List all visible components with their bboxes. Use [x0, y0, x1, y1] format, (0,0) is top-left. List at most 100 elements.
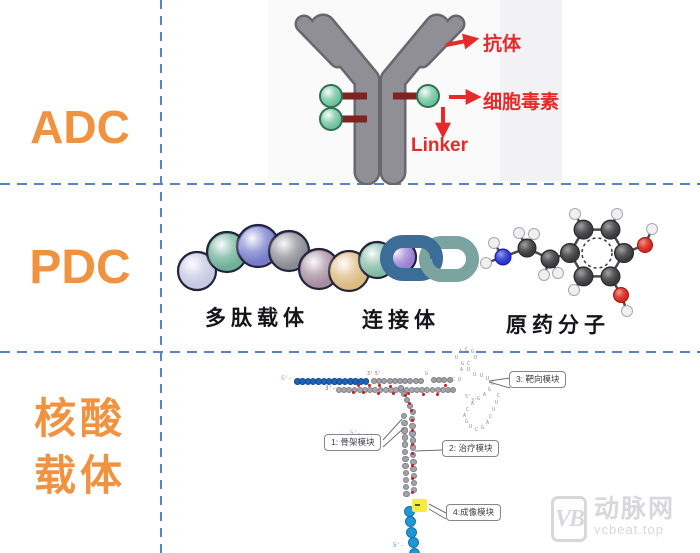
modified-base-dot: [411, 464, 415, 468]
modified-base-dot: [408, 402, 412, 406]
strand-letter: U: [480, 373, 484, 379]
linker-bar: [328, 115, 367, 123]
modified-base-dot: [411, 491, 415, 495]
watermark-logo: VB: [551, 496, 587, 542]
strand-letter: G: [471, 349, 475, 355]
strand-letter: G: [465, 419, 469, 425]
linker-caption: 连接体: [362, 308, 440, 332]
strand-letter: C: [467, 361, 471, 367]
strand-letter: C: [466, 407, 470, 413]
strand-letter: GGA: [445, 388, 455, 394]
strand-letter: G: [425, 371, 429, 377]
nucleic-acid-label-line1: 核酸: [33, 395, 126, 442]
pdc-figure: [176, 208, 658, 317]
antibody-annotation: 抗体: [483, 34, 522, 55]
vertical-left: [402, 469, 409, 477]
strand-letter: U: [455, 355, 459, 361]
strand-letter: U: [492, 407, 496, 413]
vertical-left: [401, 434, 408, 441]
strand-letter: U: [486, 376, 490, 382]
linker-bar: [328, 92, 367, 100]
strand-letter: 3': [471, 398, 478, 404]
row-label-nucleic-acid: 核酸 载体: [0, 390, 160, 504]
annotation-arrows: [435, 33, 482, 139]
modified-base-dot: [411, 429, 415, 433]
modified-base-dot: [378, 384, 382, 388]
strand-top-gray2: [446, 377, 453, 383]
strand-letter: G: [481, 425, 485, 431]
callout-therapy-module: 2: 治疗模块: [442, 440, 500, 457]
modified-base-dot: [422, 393, 426, 397]
vertical-left: [401, 427, 408, 434]
modified-base-dot: [411, 443, 415, 447]
vertical-left: [402, 448, 409, 455]
modified-base-dot: [389, 385, 393, 389]
junction-beads: [403, 396, 410, 403]
strand-letter: A: [459, 349, 463, 355]
strand-letter: G: [488, 387, 492, 393]
vertical-left: [403, 491, 410, 498]
strand-letter: A: [486, 420, 490, 426]
strand-letter: C: [497, 393, 501, 399]
strand-letter: G: [461, 361, 465, 367]
junction-beads: [398, 385, 404, 391]
strand-letter: 5': [375, 371, 382, 377]
modified-base-dot: [392, 392, 396, 396]
row-label-pdc: PDC: [29, 241, 131, 294]
strand-top-gray: [417, 378, 424, 384]
vertical-left: [402, 455, 409, 462]
modified-base-dot: [436, 393, 440, 397]
vertical-left: [401, 441, 409, 448]
modified-base-dot: [411, 452, 415, 456]
imaging-blue: [406, 526, 418, 538]
horizontal-divider-2: [0, 351, 700, 353]
modified-base-dot: [407, 392, 411, 396]
strand-letter: U: [474, 355, 478, 361]
modified-base-dot: [362, 391, 366, 395]
callout-targeting-module: 3: 靶向模块: [509, 371, 567, 388]
strand-letter: U: [469, 424, 473, 430]
strand-letter: 3': [367, 371, 374, 377]
aromatic-ring: [581, 237, 613, 269]
watermark-name: 动脉网: [594, 495, 676, 523]
strand-letter: A: [471, 401, 475, 407]
modified-base-dot: [357, 384, 361, 388]
antibody-figure: [294, 13, 482, 185]
vertical-right: [410, 479, 418, 487]
vertical-right: [411, 487, 418, 494]
modified-base-dot: [377, 392, 381, 396]
nucleic-acid-label-line2: 载体: [33, 452, 126, 499]
peptide-carrier-caption: 多肽载体: [205, 306, 309, 330]
imaging-blue: [407, 537, 419, 549]
cytotoxin-annotation: 细胞毒素: [483, 92, 560, 113]
peptide-chain-highlights: [180, 227, 414, 289]
vertical-left: [402, 476, 410, 484]
linker-bar: [393, 92, 431, 100]
vertical-left: [401, 420, 408, 427]
vertical-left: [403, 484, 410, 491]
chain-links: [380, 235, 479, 282]
strand-letter: 5'-: [281, 375, 292, 382]
strand-letter: U: [473, 372, 477, 378]
modified-base-dot: [411, 477, 415, 481]
callout-skeleton-module: 1: 骨架模块: [324, 434, 382, 451]
modified-base-dot: [368, 384, 372, 388]
strand-letter: A: [460, 367, 464, 373]
strand-letter: CC U: [449, 377, 462, 383]
modified-base-dot: [352, 391, 356, 395]
watermark: VB 动脉网 vcbeat.top: [551, 496, 675, 542]
strand-letter: C: [465, 347, 469, 353]
vertical-left: [401, 413, 408, 420]
strand-letter: A: [463, 413, 467, 419]
vertical-left: [402, 462, 409, 470]
row-label-adc: ADC: [30, 101, 130, 153]
strand-letter: 5'-: [350, 431, 361, 437]
imaging-blue: [408, 547, 420, 553]
linker-annotation: Linker: [411, 135, 469, 156]
strand-letter: C: [491, 381, 495, 387]
imaging-highlight: [412, 499, 427, 512]
strand-bottom-gray: [450, 387, 457, 393]
vertical-right: [409, 423, 416, 430]
